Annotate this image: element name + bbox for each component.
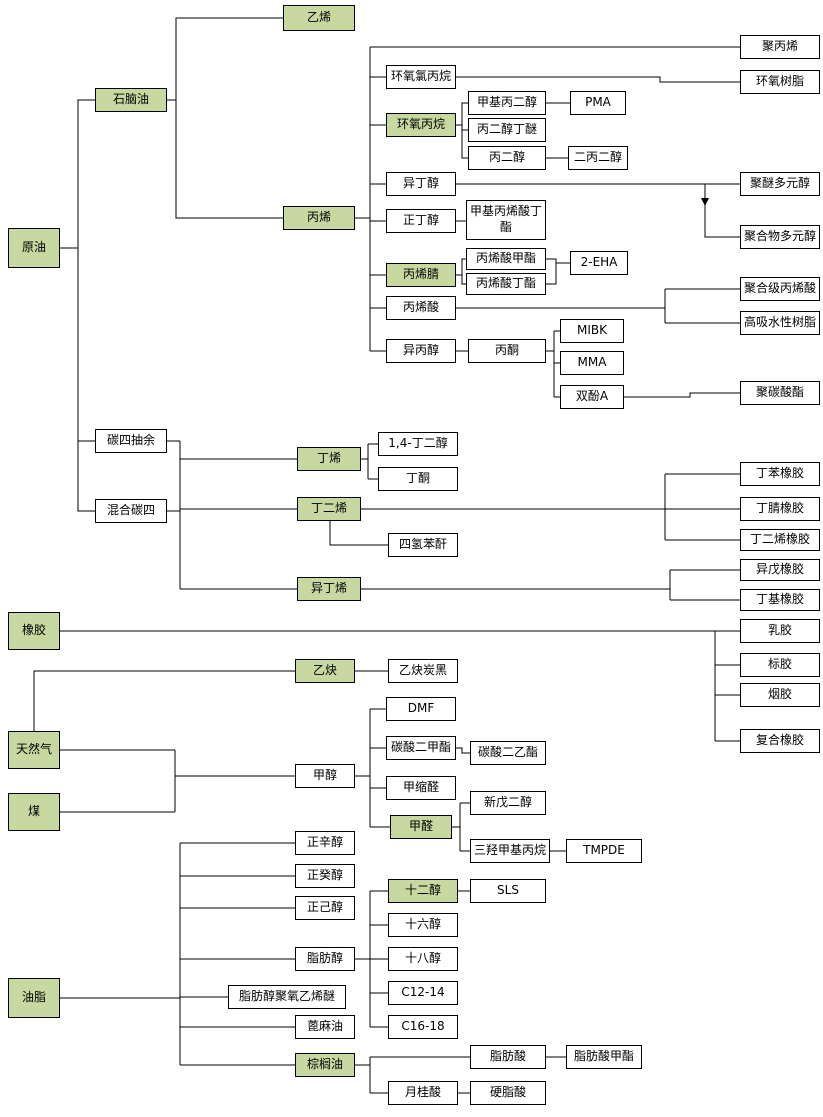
node-eha: 2-EHA xyxy=(570,251,628,275)
node-isobutanol: 异丁醇 xyxy=(386,172,456,196)
node-propylene-oxide: 环氧丙烷 xyxy=(386,113,456,137)
node-bisphenol-a: 双酚A xyxy=(560,385,624,409)
node-sls: SLS xyxy=(470,879,546,903)
node-polypropylene: 聚丙烯 xyxy=(740,35,820,59)
connector-line xyxy=(77,441,95,512)
node-polyether-polyol: 聚醚多元醇 xyxy=(740,172,820,196)
node-mixed-c4: 混合碳四 xyxy=(95,499,167,523)
node-acrylonitrile: 丙烯腈 xyxy=(386,263,456,287)
connector-line xyxy=(456,258,466,276)
connector-line xyxy=(33,670,295,731)
node-n-butanol: 正丁醇 xyxy=(386,209,456,233)
node-nbr: 丁腈橡胶 xyxy=(740,497,820,521)
connector-line xyxy=(167,17,283,101)
node-fatty-acid: 脂肪酸 xyxy=(470,1045,546,1069)
node-latex: 乳胶 xyxy=(740,619,820,643)
node-standard-rubber: 标胶 xyxy=(740,653,820,677)
node-coal: 煤 xyxy=(8,793,60,831)
node-pma: PMA xyxy=(570,91,626,115)
connector-line xyxy=(456,747,470,754)
connector-line xyxy=(456,76,740,83)
node-polymer-grade-acrylic-acid: 聚合级丙烯酸 xyxy=(740,277,820,301)
node-n-octanol: 正辛醇 xyxy=(295,831,355,855)
node-lauric-acid: 月桂酸 xyxy=(388,1081,458,1105)
node-butene: 丁烯 xyxy=(297,447,361,471)
node-tmp: 三羟甲基丙烷 xyxy=(470,839,550,863)
node-dmc: 碳酸二甲酯 xyxy=(386,736,456,760)
connector-line xyxy=(329,521,388,546)
node-butyl-methacrylate: 甲基丙烯酸丁酯 xyxy=(466,200,546,240)
node-butyl-rubber: 丁基橡胶 xyxy=(740,589,820,611)
node-lauryl-alcohol: 十二醇 xyxy=(388,879,458,903)
node-propylene-glycol: 丙二醇 xyxy=(468,146,546,170)
arrowhead-down-icon xyxy=(701,198,709,206)
node-pg-butyl-ether: 丙二醇丁醚 xyxy=(468,118,546,142)
node-epichlorohydrin: 环氧氯丙烷 xyxy=(386,65,456,89)
node-smoked-sheet: 烟胶 xyxy=(740,683,820,707)
node-ethylene: 乙烯 xyxy=(283,5,355,31)
node-acetone: 丙酮 xyxy=(468,339,546,363)
node-isopropanol: 异丙醇 xyxy=(386,339,456,363)
node-fatty-alcohol: 脂肪醇 xyxy=(295,947,355,971)
node-acrylic-acid: 丙烯酸 xyxy=(386,296,456,320)
node-c16-18: C16-18 xyxy=(388,1015,458,1039)
node-methyl-acrylate: 丙烯酸甲酯 xyxy=(466,248,546,270)
node-isobutylene: 异丁烯 xyxy=(297,577,361,601)
node-c12-14: C12-14 xyxy=(388,981,458,1005)
node-cetyl-alcohol: 十六醇 xyxy=(388,913,458,937)
node-epoxy-resin: 环氧树脂 xyxy=(740,70,820,94)
node-naphtha: 石脑油 xyxy=(95,88,167,112)
node-sbr: 丁苯橡胶 xyxy=(740,462,820,486)
connector-line xyxy=(461,275,466,285)
node-fame: 脂肪酸甲酯 xyxy=(566,1045,642,1069)
node-natural-gas: 天然气 xyxy=(8,731,60,769)
connector-line xyxy=(461,130,468,159)
node-butadiene: 丁二烯 xyxy=(297,497,361,521)
node-dec: 碳酸二乙酯 xyxy=(470,741,546,765)
node-c4-raffinate: 碳四抽余 xyxy=(95,429,167,453)
node-acetylene-black: 乙炔炭黑 xyxy=(388,659,458,683)
connector-line xyxy=(704,184,740,238)
node-thpa: 四氢苯酐 xyxy=(388,533,458,557)
node-methylal: 甲缩醛 xyxy=(386,776,456,800)
node-tmpde: TMPDE xyxy=(566,839,642,863)
node-rubber: 橡胶 xyxy=(8,612,60,650)
node-methanol: 甲醇 xyxy=(295,764,355,788)
connector-line xyxy=(60,99,95,249)
connector-line xyxy=(456,102,468,126)
node-acetylene: 乙炔 xyxy=(295,659,355,683)
node-isoprene-rubber: 异戊橡胶 xyxy=(740,559,820,581)
node-bdo: 1,4-丁二醇 xyxy=(378,432,458,456)
node-methyl-propanediol: 甲基丙二醇 xyxy=(468,91,546,115)
connector-line xyxy=(624,392,740,398)
node-palm-oil: 棕榈油 xyxy=(295,1053,355,1077)
node-crude-oil: 原油 xyxy=(8,228,60,268)
node-sap: 高吸水性树脂 xyxy=(740,311,820,335)
node-compound-rubber: 复合橡胶 xyxy=(740,729,820,753)
node-oils-fats: 油脂 xyxy=(8,978,60,1018)
node-n-decanol: 正癸醇 xyxy=(295,864,355,888)
node-fatty-alcohol-ethoxylate: 脂肪醇聚氧乙烯醚 xyxy=(228,985,346,1009)
node-butyl-acrylate: 丙烯酸丁酯 xyxy=(466,273,546,295)
node-stearic-acid: 硬脂酸 xyxy=(470,1081,546,1105)
connector-line xyxy=(546,258,557,285)
node-dmf: DMF xyxy=(386,697,456,721)
connector-line xyxy=(77,248,95,442)
node-mibk: MIBK xyxy=(560,319,624,343)
node-polycarbonate: 聚碳酸酯 xyxy=(740,381,820,405)
node-dipropylene-glycol: 二丙二醇 xyxy=(568,146,628,170)
node-stearyl-alcohol: 十八醇 xyxy=(388,947,458,971)
node-formaldehyde: 甲醛 xyxy=(390,815,452,839)
node-polymer-polyol: 聚合物多元醇 xyxy=(740,225,820,249)
node-mma: MMA xyxy=(560,351,624,375)
node-butadiene-rubber: 丁二烯橡胶 xyxy=(740,529,820,551)
node-npg: 新戊二醇 xyxy=(470,791,546,815)
connector-line xyxy=(175,100,283,219)
node-propylene: 丙烯 xyxy=(283,206,355,230)
node-n-hexanol: 正己醇 xyxy=(295,896,355,920)
node-castor-oil: 蓖麻油 xyxy=(295,1015,355,1039)
node-mek: 丁酮 xyxy=(378,467,458,491)
